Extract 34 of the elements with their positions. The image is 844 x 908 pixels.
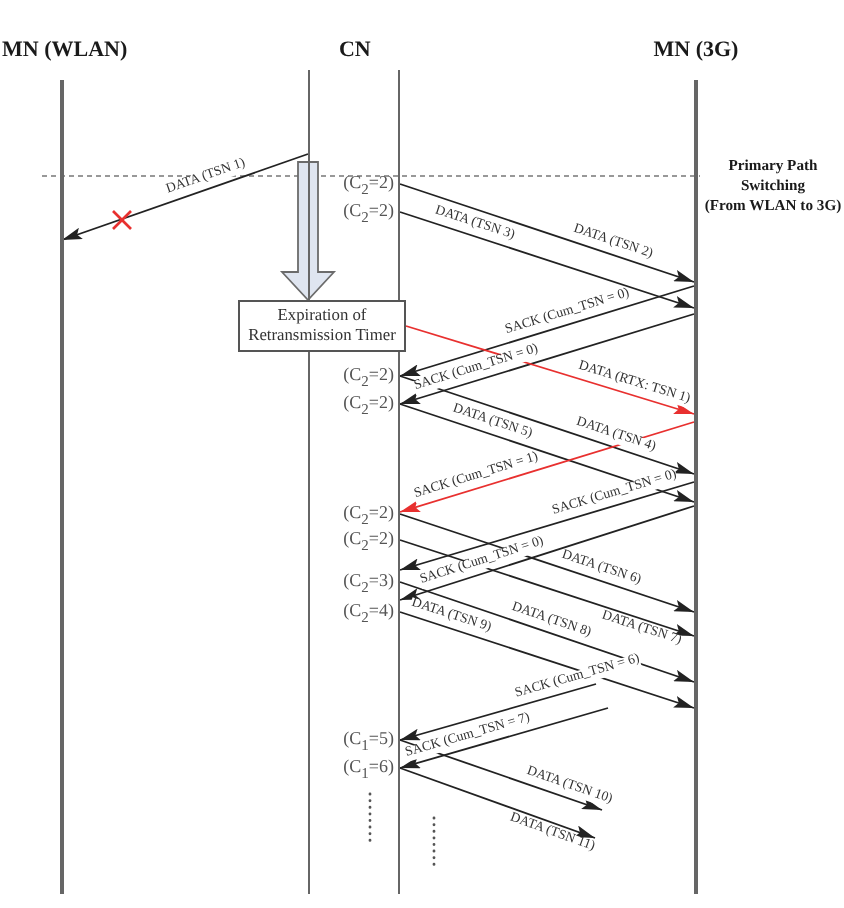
participant-label: MN (WLAN) <box>2 40 128 62</box>
annotation: (C$_{1}$=6) <box>343 758 394 781</box>
participant-label: MN (3G) <box>653 40 739 62</box>
arrow <box>399 481 695 571</box>
arrow <box>399 375 695 475</box>
arrow <box>61 153 309 241</box>
arrow <box>399 211 695 309</box>
arrow <box>399 739 603 811</box>
arrow <box>399 313 695 405</box>
annotation: (C$_{2}$=3) <box>343 572 394 595</box>
block-arrow <box>279 161 337 302</box>
arrow <box>399 513 695 613</box>
arrow <box>399 505 695 601</box>
arrow <box>399 421 695 513</box>
annotation: (C$_{2}$=2) <box>343 530 394 553</box>
arrow <box>399 285 695 377</box>
arrow <box>399 183 695 283</box>
annotation: (C$_{2}$=4) <box>343 602 394 625</box>
participant-label: CN <box>338 40 371 62</box>
annotation: (C$_{2}$=2) <box>343 366 394 389</box>
annotation: (C$_{2}$=2) <box>343 202 394 225</box>
arrow <box>405 325 695 415</box>
annotation: (C$_{2}$=2) <box>343 174 394 197</box>
arrow <box>399 611 695 709</box>
arrow <box>399 539 695 637</box>
arrow <box>399 767 596 839</box>
annotation: (C$_{2}$=2) <box>343 394 394 417</box>
event-box: Expiration of Retransmission Timer <box>238 300 406 352</box>
arrow <box>399 581 695 683</box>
arrow <box>399 707 609 769</box>
annotation: (C$_{2}$=2) <box>343 504 394 527</box>
arrow <box>399 683 597 741</box>
annotation: (C$_{1}$=5) <box>343 730 394 753</box>
arrow <box>399 403 695 503</box>
